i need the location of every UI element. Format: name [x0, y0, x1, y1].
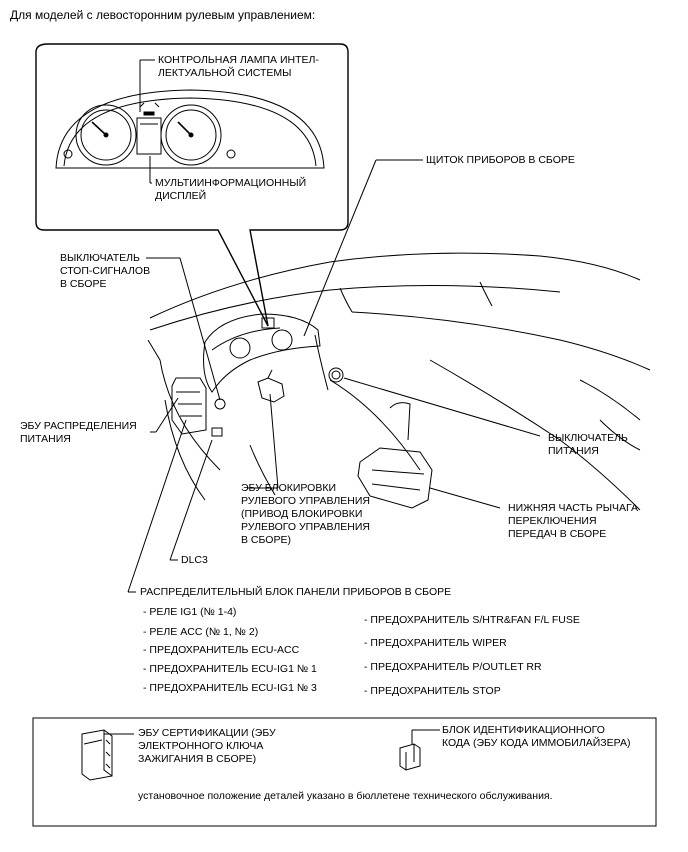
- jb-item: - ПРЕДОХРАНИТЕЛЬ WIPER: [364, 637, 507, 649]
- label-power-dist-ecu: ЭБУ РАСПРЕДЕЛЕНИЯ ПИТАНИЯ: [20, 420, 137, 445]
- dlc3-part: [211, 427, 223, 437]
- label-cert-ecu: ЭБУ СЕРТИФИКАЦИИ (ЭБУ ЭЛЕКТРОННОГО КЛЮЧА…: [138, 727, 276, 765]
- label-multi-display: МУЛЬТИИНФОРМАЦИОННЫЙ ДИСПЛЕЙ: [155, 177, 307, 202]
- leader-lines: [127, 159, 541, 593]
- power-switch-part: [331, 370, 341, 380]
- service-note: установочное положение деталей указано в…: [138, 790, 553, 802]
- label-id-code-box: БЛОК ИДЕНТИФИКАЦИОННОГО КОДА (ЭБУ КОДА И…: [442, 724, 631, 749]
- cluster-in-dash: [203, 313, 321, 393]
- jb-item: - ПРЕДОХРАНИТЕЛЬ S/HTR&FAN F/L FUSE: [364, 614, 580, 626]
- id-code-part: [399, 743, 421, 771]
- label-junction-block: РАСПРЕДЕЛИТЕЛЬНЫЙ БЛОК ПАНЕЛИ ПРИБОРОВ В…: [140, 586, 452, 598]
- jb-item: - ПРЕДОХРАНИТЕЛЬ P/OUTLET RR: [364, 661, 542, 673]
- power-ecu-part: [171, 377, 207, 435]
- info-box: [32, 717, 657, 827]
- label-indicator-lamp: КОНТРОЛЬНАЯ ЛАМПА ИНТЕЛ- ЛЕКТУАЛЬНОЙ СИС…: [158, 54, 319, 79]
- jb-item: - РЕЛЕ IG1 (№ 1-4): [143, 606, 237, 618]
- label-power-switch: ВЫКЛЮЧАТЕЛЬ ПИТАНИЯ: [548, 432, 628, 457]
- label-steering-lock-ecu: ЭБУ БЛОКИРОВКИ РУЛЕВОГО УПРАВЛЕНИЯ (ПРИВ…: [241, 482, 371, 546]
- steering-lock-part: [257, 377, 285, 403]
- label-stop-light-switch: ВЫКЛЮЧАТЕЛЬ СТОП-СИГНАЛОВ В СБОРЕ: [60, 252, 151, 290]
- cert-ecu-part: [81, 729, 113, 781]
- label-dlc3: DLC3: [181, 554, 208, 566]
- label-shift-lever: НИЖНЯЯ ЧАСТЬ РЫЧАГА ПЕРЕКЛЮЧЕНИЯ ПЕРЕДАЧ…: [508, 502, 639, 540]
- label-combination-meter: ЩИТОК ПРИБОРОВ В СБОРЕ: [426, 154, 575, 166]
- jb-item: - ПРЕДОХРАНИТЕЛЬ STOP: [364, 685, 501, 697]
- jb-item: - ПРЕДОХРАНИТЕЛЬ ECU-IG1 № 3: [143, 682, 317, 694]
- page-heading: Для моделей с левосторонним рулевым упра…: [10, 8, 316, 22]
- stop-light-part: [214, 398, 226, 410]
- jb-item: - РЕЛЕ ACC (№ 1, № 2): [143, 626, 259, 638]
- cluster-detail: [55, 89, 325, 169]
- jb-item: - ПРЕДОХРАНИТЕЛЬ ECU-ACC: [143, 644, 300, 656]
- dashboard-outline: [147, 252, 651, 511]
- shift-lever-part: [357, 402, 433, 509]
- jb-item: - ПРЕДОХРАНИТЕЛЬ ECU-IG1 № 1: [143, 663, 317, 675]
